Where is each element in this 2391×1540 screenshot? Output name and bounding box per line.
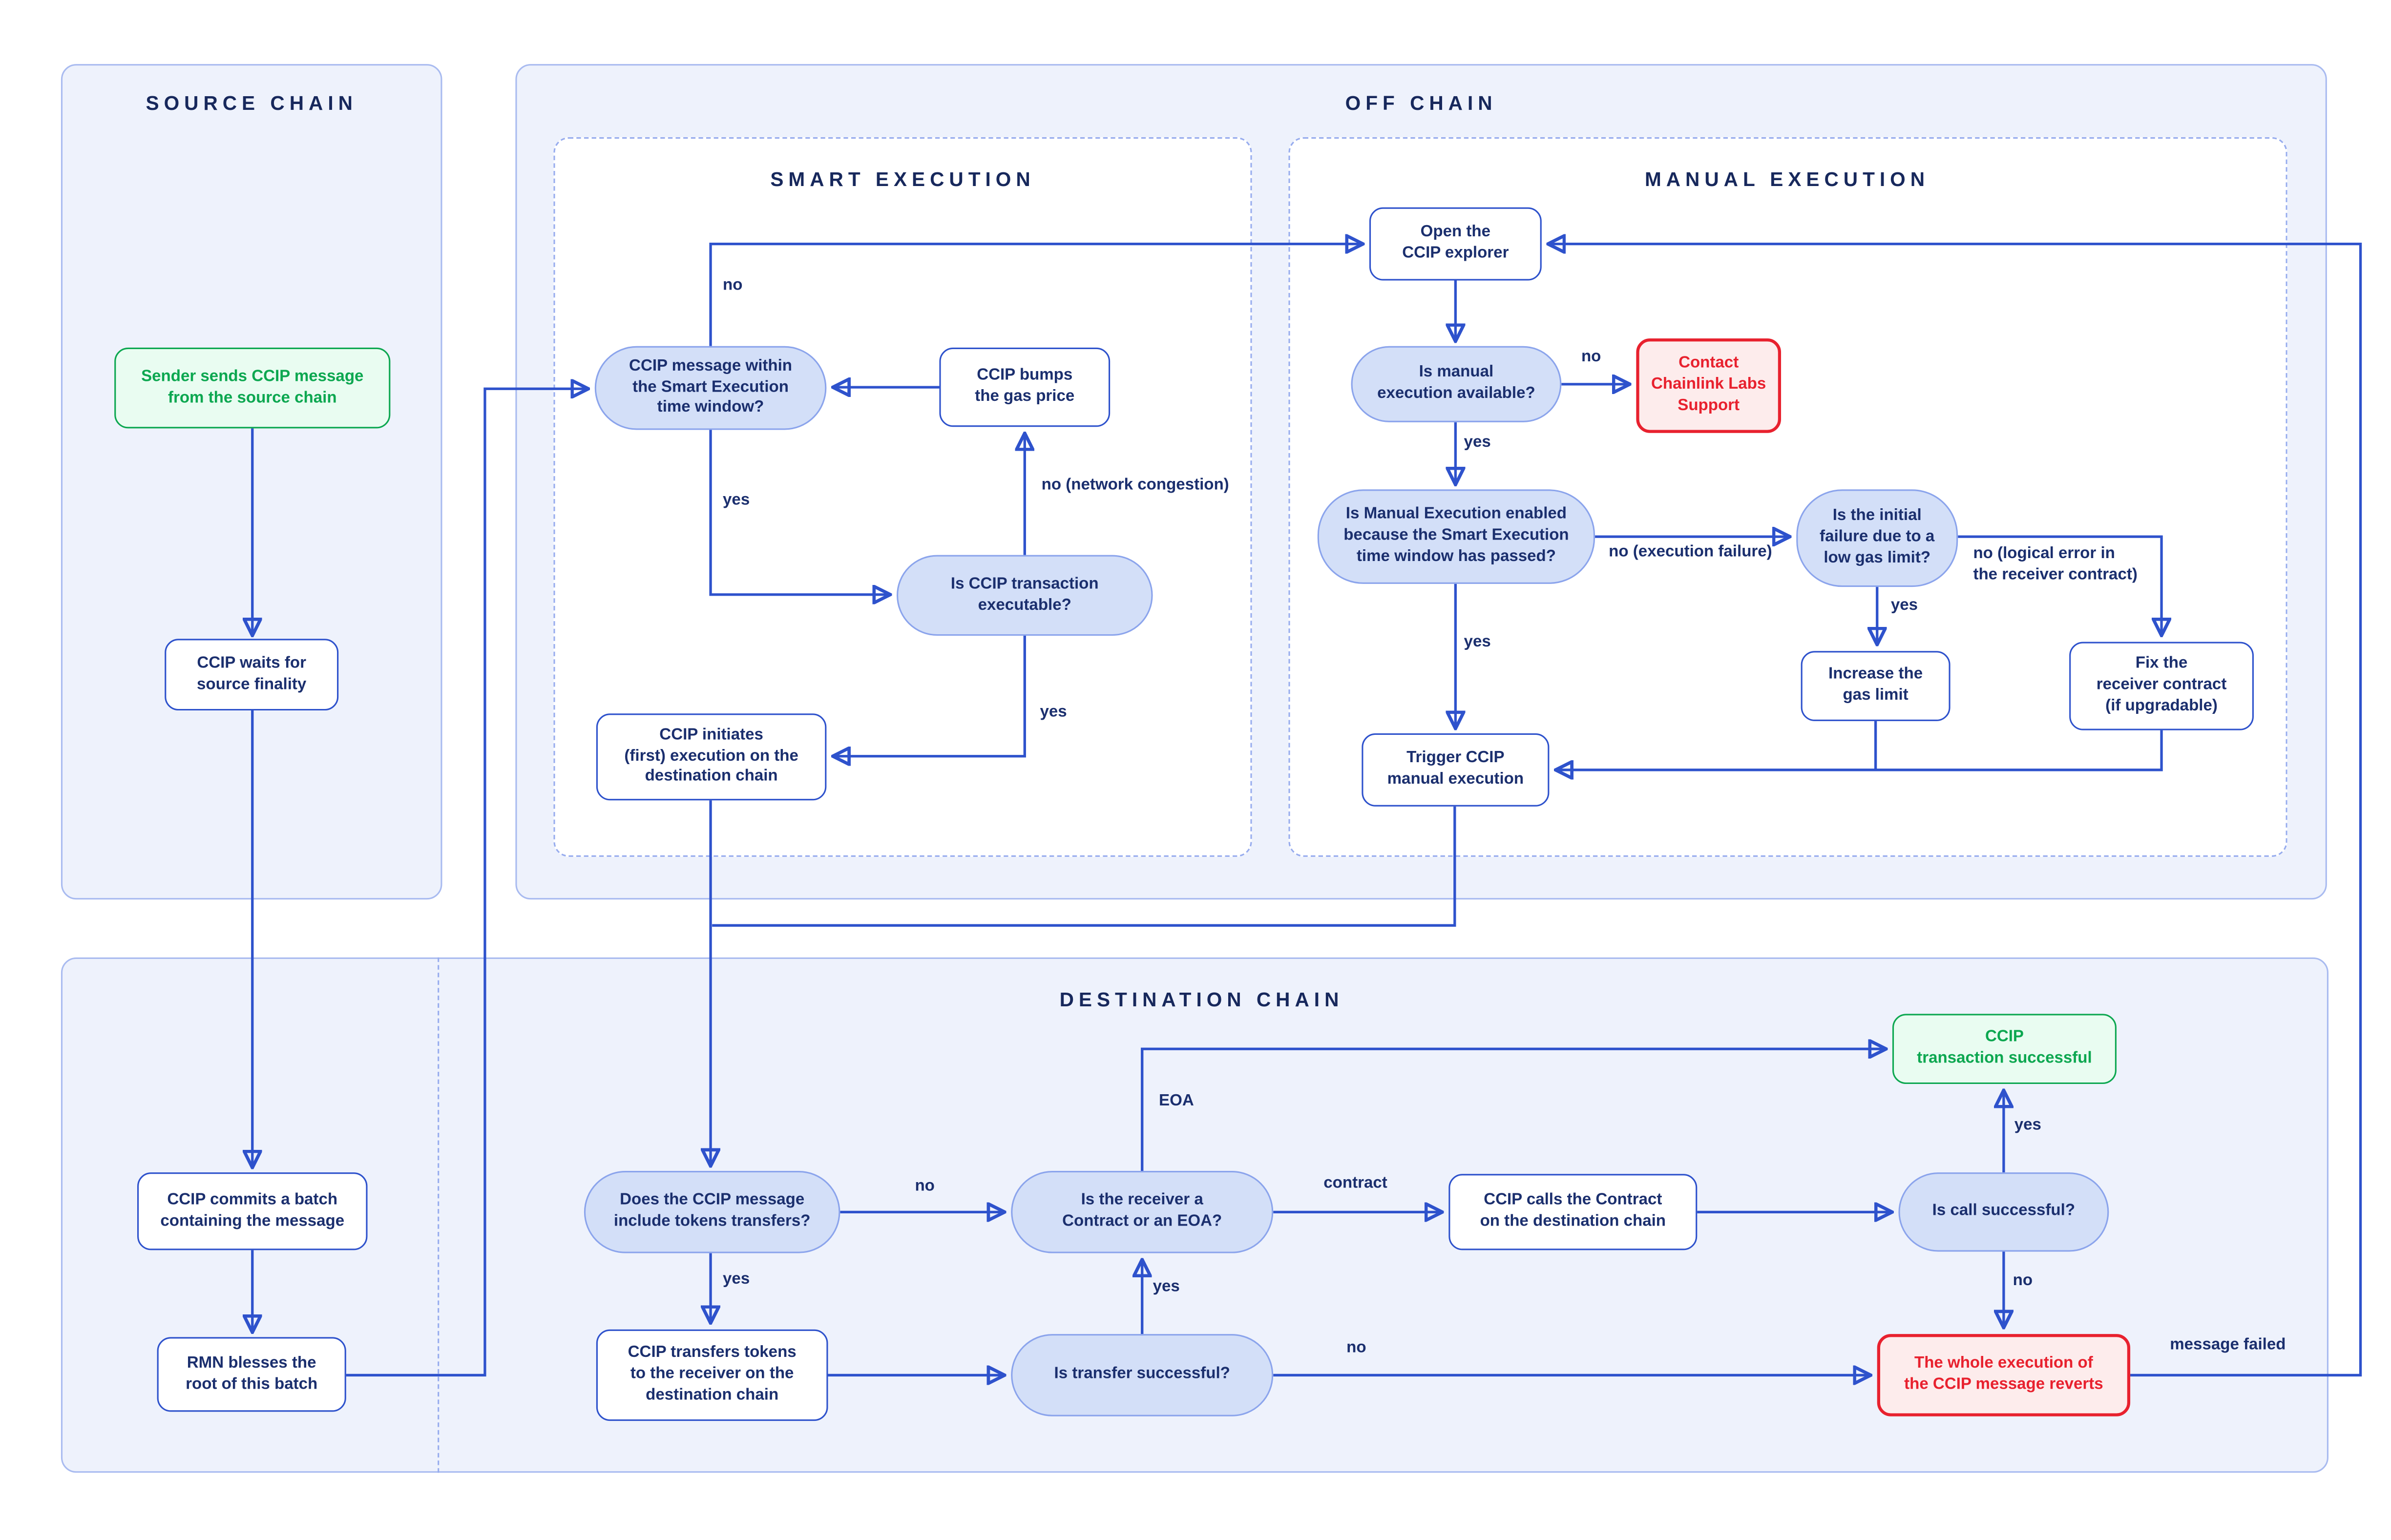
node-ccip-initiates-execution: CCIP initiates (first) execution on the … bbox=[596, 713, 827, 801]
node-ccip-transfers-tokens: CCIP transfers tokens to the receiver on… bbox=[596, 1329, 828, 1421]
edge-label-yes-initial: yes bbox=[1890, 596, 1918, 615]
edge-label-no-call: no bbox=[2013, 1271, 2033, 1290]
edge-label-eoa: EOA bbox=[1159, 1091, 1194, 1110]
decision-receiver-contract-or-eoa: Is the receiver a Contract or an EOA? bbox=[1011, 1171, 1274, 1253]
node-rmn-blesses-root: RMN blesses the root of this batch bbox=[157, 1337, 346, 1412]
edge-label-no-transfer: no bbox=[1346, 1338, 1366, 1357]
decision-transfer-successful: Is transfer successful? bbox=[1011, 1334, 1274, 1416]
edge-label-message-failed: message failed bbox=[2170, 1335, 2286, 1354]
node-ccip-commits-batch: CCIP commits a batch containing the mess… bbox=[137, 1172, 368, 1250]
node-ccip-bumps-gas: CCIP bumps the gas price bbox=[939, 347, 1111, 427]
edge-label-no-window: no bbox=[723, 276, 743, 294]
node-fix-receiver-contract: Fix the receiver contract (if upgradable… bbox=[2069, 642, 2254, 730]
smart-execution-title: SMART EXECUTION bbox=[770, 167, 1035, 191]
source-chain-title: SOURCE CHAIN bbox=[146, 91, 357, 115]
node-contact-chainlink-support: Contact Chainlink Labs Support bbox=[1636, 338, 1782, 433]
edge-label-yes-window: yes bbox=[723, 491, 750, 509]
node-ccip-waits-finality: CCIP waits for source finality bbox=[165, 639, 339, 711]
edge-label-yes-transfer: yes bbox=[1153, 1277, 1180, 1296]
node-ccip-calls-contract: CCIP calls the Contract on the destinati… bbox=[1448, 1174, 1698, 1250]
decision-initial-failure-low-gas: Is the initial failure due to a low gas … bbox=[1796, 489, 1958, 587]
decision-transaction-executable: Is CCIP transaction executable? bbox=[896, 555, 1153, 636]
node-increase-gas-limit: Increase the gas limit bbox=[1801, 651, 1951, 721]
decision-manual-execution-available: Is manual execution available? bbox=[1351, 346, 1562, 422]
node-sender-sends-message: Sender sends CCIP message from the sourc… bbox=[114, 347, 391, 429]
off-chain-title: OFF CHAIN bbox=[1345, 91, 1497, 115]
node-open-ccip-explorer: Open the CCIP explorer bbox=[1369, 207, 1542, 281]
decision-manual-enabled-window-passed: Is Manual Execution enabled because the … bbox=[1317, 489, 1595, 584]
node-ccip-transaction-successful: CCIP transaction successful bbox=[1892, 1014, 2117, 1084]
source-destination-dashed-divider bbox=[438, 957, 440, 1473]
edge-label-yes-tokens: yes bbox=[723, 1269, 750, 1289]
edge-label-no-execution-failure: no (execution failure) bbox=[1609, 542, 1772, 562]
edge-label-contract: contract bbox=[1323, 1174, 1387, 1192]
decision-includes-token-transfers: Does the CCIP message include tokens tra… bbox=[584, 1171, 840, 1253]
node-execution-reverts: The whole execution of the CCIP message … bbox=[1877, 1334, 2131, 1416]
destination-chain-title: DESTINATION CHAIN bbox=[1059, 988, 1344, 1011]
edge-label-yes-enabled: yes bbox=[1464, 632, 1491, 651]
edge-label-no-tokens: no bbox=[915, 1177, 935, 1195]
edge-label-no-network-congestion: no (network congestion) bbox=[1041, 476, 1229, 494]
edge-label-yes-call: yes bbox=[2014, 1116, 2041, 1135]
node-trigger-manual-execution: Trigger CCIP manual execution bbox=[1362, 733, 1550, 807]
decision-call-successful: Is call successful? bbox=[1898, 1172, 2109, 1252]
edge-label-no-available: no bbox=[1581, 347, 1601, 366]
manual-execution-title: MANUAL EXECUTION bbox=[1644, 167, 1930, 191]
edge-label-yes-executable: yes bbox=[1040, 703, 1067, 721]
edge-label-no-logical-error: no (logical error in the receiver contra… bbox=[1973, 544, 2138, 584]
decision-smart-execution-window: CCIP message within the Smart Execution … bbox=[594, 346, 827, 430]
source-chain-panel bbox=[61, 64, 442, 900]
edge-label-yes-available: yes bbox=[1464, 433, 1491, 452]
